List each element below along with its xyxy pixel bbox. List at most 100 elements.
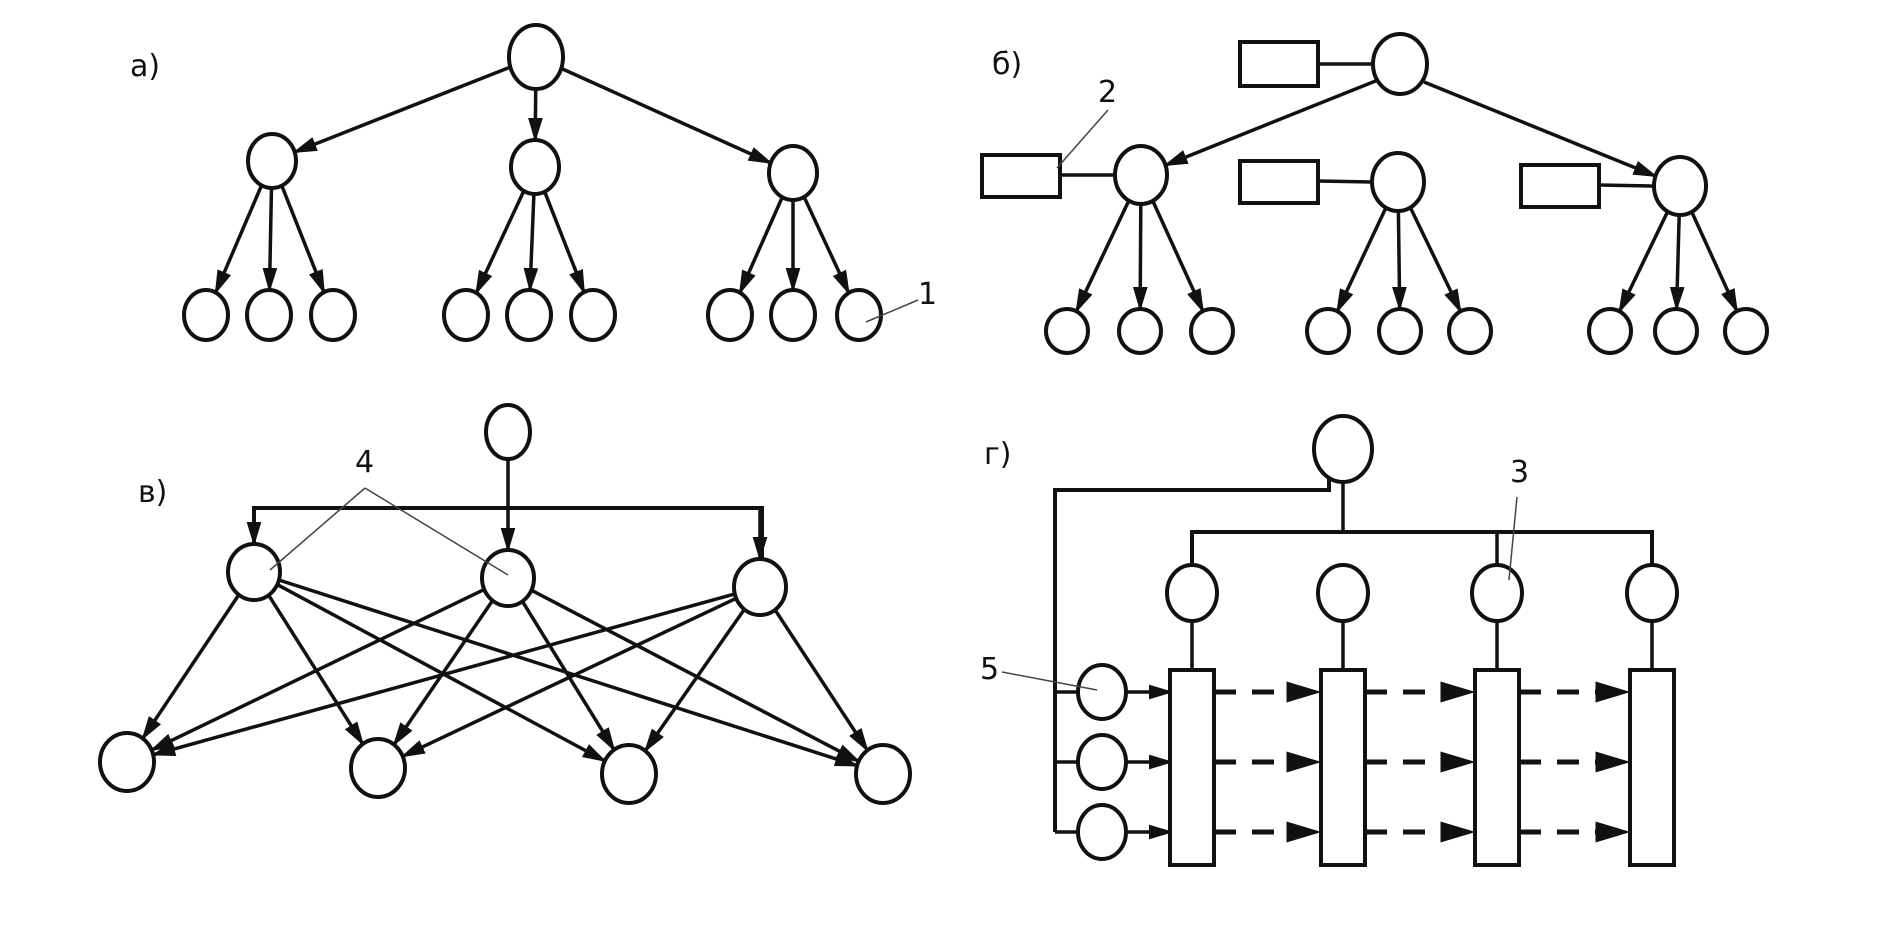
node [1165, 563, 1219, 623]
arrow-link [280, 185, 326, 295]
node [309, 288, 357, 342]
arrow-link [530, 588, 861, 763]
arrow-link [1132, 203, 1148, 312]
arrow-link [1151, 200, 1205, 314]
node [1076, 733, 1128, 791]
node [509, 138, 561, 196]
node [98, 731, 156, 793]
callout-4: 4 [355, 445, 375, 480]
module-rect [1628, 668, 1676, 867]
arrow-link [392, 599, 495, 747]
leader-line [364, 487, 509, 576]
arrow-link [1335, 206, 1388, 314]
panel-d [1053, 414, 1679, 867]
node [1189, 307, 1235, 355]
node [480, 548, 536, 608]
arrow-link [214, 184, 264, 295]
arrow-link [474, 190, 526, 296]
node [349, 737, 407, 799]
node [1044, 307, 1090, 355]
arrow-link [149, 587, 486, 752]
node [769, 288, 817, 342]
node [732, 557, 788, 617]
callout-1: 1 [918, 277, 938, 312]
module-box [980, 153, 1062, 199]
arrow-link [543, 191, 586, 295]
arrow-link [292, 65, 512, 154]
arrow-link [1423, 80, 1658, 178]
arrow-link [1392, 210, 1407, 312]
node [505, 288, 553, 342]
panel-label-a: а) [130, 49, 161, 84]
module-rect [1319, 668, 1367, 867]
arrow-link [1617, 210, 1670, 314]
module-box [1238, 159, 1320, 205]
module-link [1317, 179, 1373, 184]
leader-line [1001, 671, 1098, 691]
module-box [1519, 163, 1601, 209]
node [1370, 151, 1426, 213]
node [1305, 307, 1351, 355]
panel-label-b: б) [992, 47, 1023, 82]
arrow-link [1690, 211, 1739, 314]
panel-c [98, 403, 912, 805]
node [1377, 307, 1423, 355]
panel-a [182, 23, 883, 342]
leader-line [865, 299, 919, 323]
node [1723, 307, 1769, 355]
panel-label-d: г) [984, 437, 1012, 472]
module-box [1238, 40, 1320, 88]
arrow-link [520, 600, 616, 752]
node [1312, 414, 1374, 484]
node [484, 403, 532, 461]
control-line [1053, 478, 1331, 832]
module-link [1598, 183, 1655, 188]
node [246, 132, 298, 190]
arrow-link [262, 187, 278, 293]
node [1076, 663, 1128, 721]
leader-line [269, 487, 366, 571]
callout-2: 2 [1098, 75, 1118, 110]
arrow-link [802, 196, 851, 296]
node [1316, 563, 1370, 623]
arrow-link [643, 608, 746, 753]
node [1076, 803, 1128, 861]
leader-line [1508, 496, 1518, 581]
panel-b [980, 32, 1769, 355]
arrow-link [1074, 199, 1131, 314]
node [1652, 155, 1708, 217]
callout-3: 3 [1510, 455, 1530, 490]
bus-line [1190, 530, 1654, 565]
arrow-link [400, 596, 737, 758]
node [1653, 307, 1699, 355]
module-rect [1168, 668, 1216, 867]
node [1117, 307, 1163, 355]
node [1447, 307, 1493, 355]
node [1625, 563, 1679, 623]
arrow-link [141, 593, 241, 741]
node [507, 23, 565, 91]
arrow-link [1163, 78, 1379, 167]
node [569, 288, 617, 342]
node [182, 288, 230, 342]
node [600, 743, 658, 805]
node [706, 288, 754, 342]
arrow-link [560, 66, 773, 165]
arrow-link [150, 592, 736, 757]
node [767, 144, 819, 202]
leader-line [1056, 109, 1109, 169]
node [854, 743, 912, 805]
callout-leaders [269, 109, 1518, 691]
node [442, 288, 490, 342]
node [835, 288, 883, 342]
node [1470, 563, 1524, 623]
arrow-link [1408, 206, 1463, 314]
node [1371, 32, 1429, 96]
callout-5: 5 [980, 652, 1000, 687]
node [1587, 307, 1633, 355]
panel-label-c: в) [138, 475, 168, 510]
arrow-link [773, 608, 869, 753]
module-rect [1473, 668, 1521, 867]
arrow-link [1669, 214, 1685, 312]
